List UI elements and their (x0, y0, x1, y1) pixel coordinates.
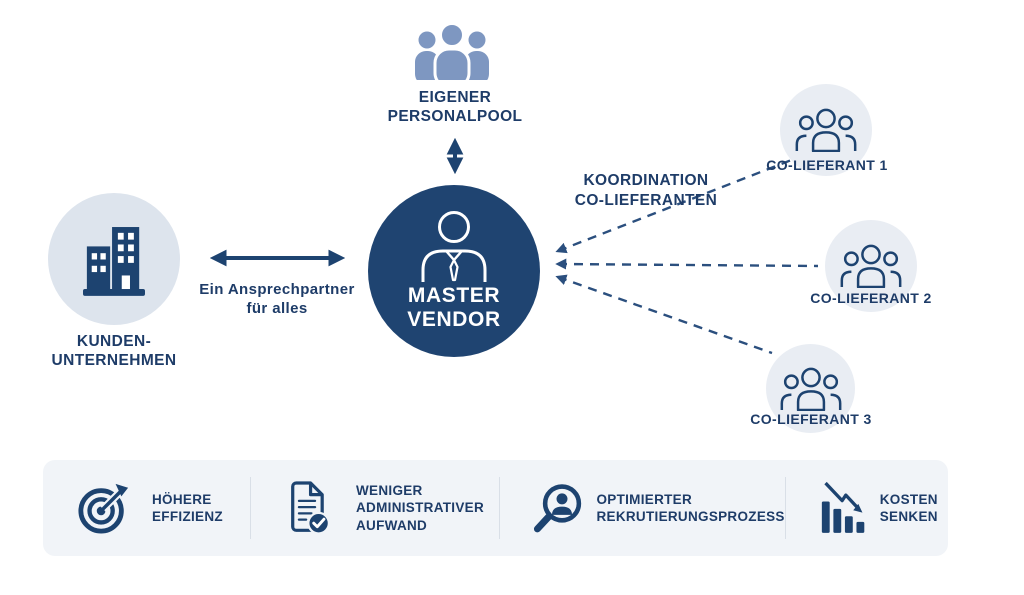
benefits-divider (498, 477, 500, 539)
document-check-icon (291, 481, 330, 535)
customer-label: KUNDEN- UNTERNEHMEN (51, 333, 177, 369)
master-vendor-node: MASTER VENDOR (368, 185, 540, 357)
personal-pool-label: EIGENER PERSONALPOOL (387, 89, 523, 125)
people-outline-icon (780, 367, 841, 411)
cost-decrease-icon (821, 481, 865, 533)
dashed-link-co-lieferant-2 (555, 258, 819, 270)
benefit-less-admin-label: WENIGER ADMINISTRATIVER AUFWAND (356, 482, 484, 533)
co-supplier-2-node (825, 220, 917, 312)
customer-node (48, 193, 180, 325)
buildings-icon (83, 227, 145, 296)
dashed-link-co-lieferant-3 (555, 274, 773, 355)
candidate-search-icon (533, 484, 581, 533)
master-vendor-label: MASTER VENDOR (407, 284, 501, 331)
benefits-divider (250, 477, 251, 539)
co-supplier-1-label: CO-LIEFERANT 1 (766, 157, 888, 173)
benefit-efficiency-label: HÖHERE EFFIZIENZ (152, 491, 223, 525)
customer-link-label: Ein Ansprechpartner für alles (199, 281, 355, 317)
coordination-label: KOORDINATION CO-LIEFERANTEN (574, 172, 718, 209)
co-supplier-2-label: CO-LIEFERANT 2 (810, 290, 932, 306)
people-outline-icon (795, 108, 857, 152)
benefits-bar: HÖHERE EFFIZIENZ WENIGER ADMINISTRATIVER… (43, 460, 948, 556)
business-person-icon (421, 211, 487, 282)
co-supplier-3-label: CO-LIEFERANT 3 (750, 411, 872, 427)
co-supplier-3-node (766, 344, 855, 433)
benefit-recruiting: OPTIMIERTER REKRUTIERUNGSPROZESS (500, 460, 785, 556)
co-supplier-1-node (780, 84, 872, 176)
people-group-icon (415, 22, 489, 80)
benefit-recruiting-label: OPTIMIERTER REKRUTIERUNGSPROZESS (596, 491, 785, 525)
target-icon (78, 483, 129, 534)
benefit-less-admin: WENIGER ADMINISTRATIVER AUFWAND (251, 460, 499, 556)
people-outline-icon (840, 244, 902, 288)
benefit-efficiency: HÖHERE EFFIZIENZ (43, 460, 250, 556)
benefit-costs-label: KOSTEN SENKEN (879, 491, 938, 525)
benefits-divider (784, 477, 786, 539)
benefit-costs: KOSTEN SENKEN (786, 460, 948, 556)
